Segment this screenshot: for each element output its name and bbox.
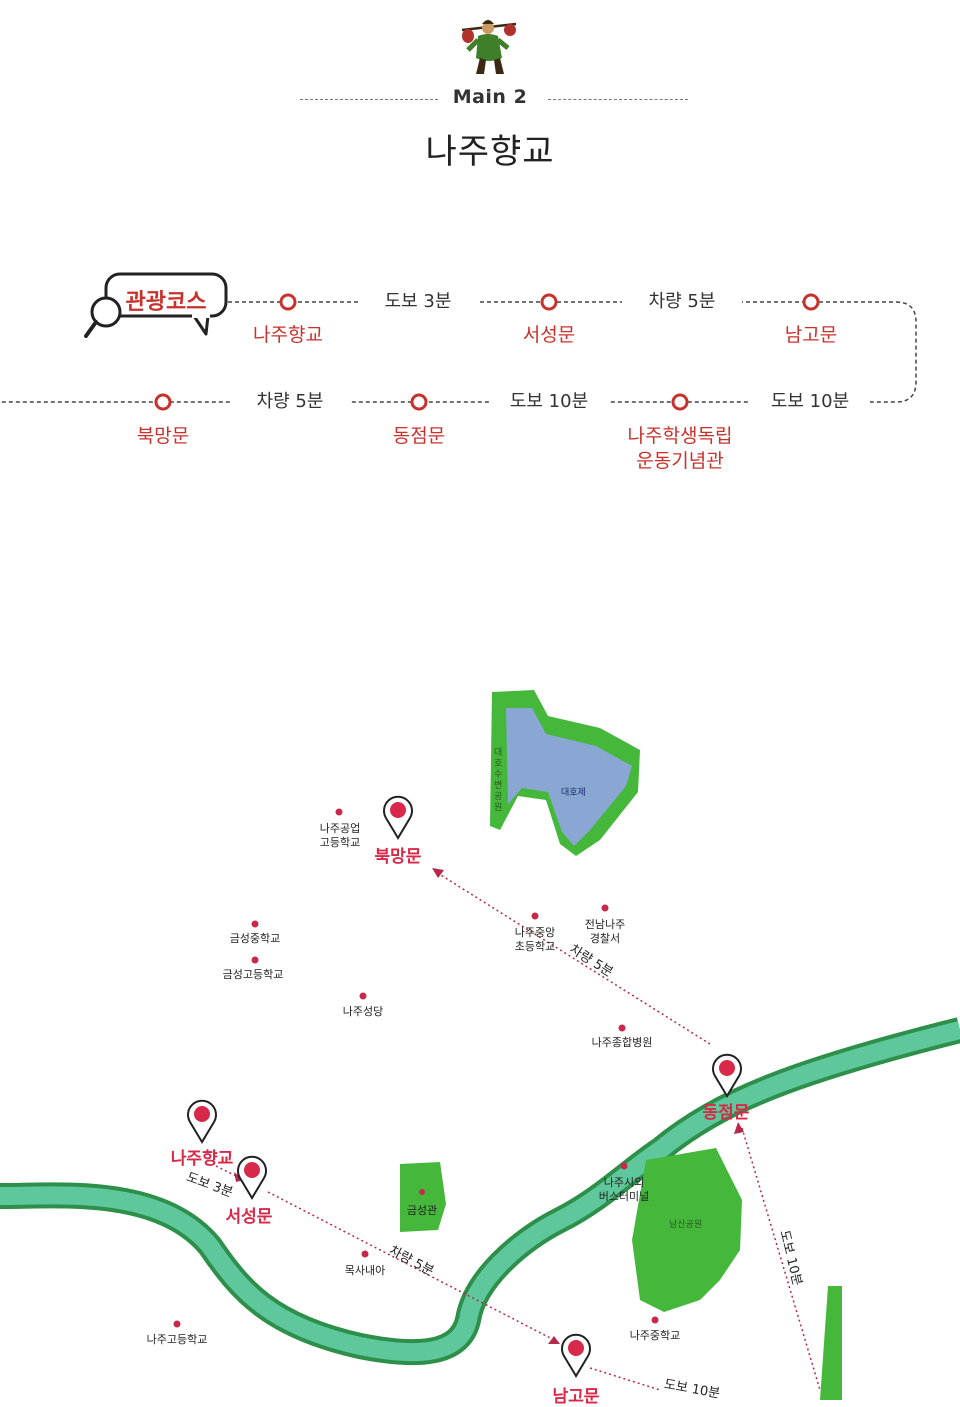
poi-dot-geumseong-high [251,956,259,964]
poi-moksa: 목사내아 [344,1264,386,1277]
course-stop-memorial: 나주학생독립 운동기념관 [627,425,733,472]
poi-dot-geumseonggwan [419,1189,425,1195]
segment-car-5-b: 차량 5분 [230,391,350,413]
left-divider [300,99,438,100]
poi-dot-hospital [618,1024,626,1032]
park-west-label: 대호수변공원 [494,748,503,813]
main-section-row: Main 2 [0,86,960,112]
segment-walk-3: 도보 3분 [358,291,478,313]
poi-naju-middle: 나주중학교 [629,1329,681,1342]
segment-walk-10-a: 도보 10분 [750,391,870,413]
geumseonggwan-block [400,1162,446,1232]
poi-geumseonggwan: 금성관 [406,1204,438,1217]
poi-dot-central-elementary [531,912,539,920]
poi-dot-technical-high [335,808,343,816]
map-canvas [0,690,960,1400]
map-label-namgomun: 남고문 [552,1387,600,1407]
pin-hyanggyo [187,1099,217,1144]
right-divider [548,99,688,100]
stop-marker-seoseongmun [540,293,558,311]
map-label-bukmangmun: 북망문 [374,847,422,867]
search-bubble [84,272,228,338]
stop-marker-namgomun [802,293,820,311]
poi-catholic: 나주성당 [342,1005,384,1018]
page-title: 나주향교 [425,132,555,172]
poi-hospital: 나주종합병원 [591,1036,653,1049]
main-label: Main 2 [452,86,528,108]
poi-dot-naju-middle [651,1316,659,1324]
course-stop-namgomun: 남고문 [784,324,838,346]
south-park [632,1148,742,1312]
pin-bukmangmun [383,795,413,840]
route-north [435,871,711,1045]
poi-police: 전남나주 경찰서 [584,918,626,945]
route-east-south [741,1127,821,1391]
poi-technical-high: 나주공업 고등학교 [319,822,361,849]
poi-bus-terminal: 나주시외 버스터미널 [598,1176,650,1203]
segment-car-5: 차량 5분 [622,291,742,313]
poi-dot-geumseong-middle [251,920,259,928]
course-stop-seoseongmun: 서성문 [522,324,576,346]
stop-marker-hyanggyo [279,293,297,311]
stop-marker-bukmangmun [154,393,172,411]
park-south-label: 남산공원 [669,1220,703,1230]
route-nam-east [589,1367,661,1391]
course-stop-bukmangmun: 북망문 [136,425,190,447]
poi-dot-catholic [359,992,367,1000]
map-label-hyanggyo: 나주향교 [170,1149,234,1169]
poi-geumseong-middle: 금성중학교 [229,932,281,945]
course-stop-markers [154,293,820,411]
poi-dot-naju-high [173,1320,181,1328]
map-label-seoseongmun: 서성문 [225,1207,273,1227]
stop-marker-memorial [671,393,689,411]
poi-dot-bus-terminal [620,1162,628,1170]
pin-namgomun [561,1333,591,1378]
map-label-dongjeommun: 동점문 [702,1103,750,1123]
pin-dongjeommun [712,1053,742,1098]
lake-label: 대호제 [561,788,586,798]
mascot-illustration [461,20,517,74]
poi-central-elementary: 나주중앙 초등학교 [514,926,556,953]
pin-seoseongmun [237,1155,267,1200]
course-badge: 관광코스 [125,290,207,315]
stop-marker-dongjeommun [410,393,428,411]
poi-naju-high: 나주고등학교 [146,1333,208,1346]
east-park-strip [820,1286,842,1400]
lake [506,708,632,846]
course-stop-hyanggyo: 나주향교 [253,324,323,346]
course-stop-dongjeommun: 동점문 [392,425,446,447]
segment-walk-10-b: 도보 10분 [489,391,609,413]
poi-dot-police [601,904,609,912]
poi-geumseong-high: 금성고등학교 [222,968,284,981]
poi-dot-moksa [361,1250,369,1258]
